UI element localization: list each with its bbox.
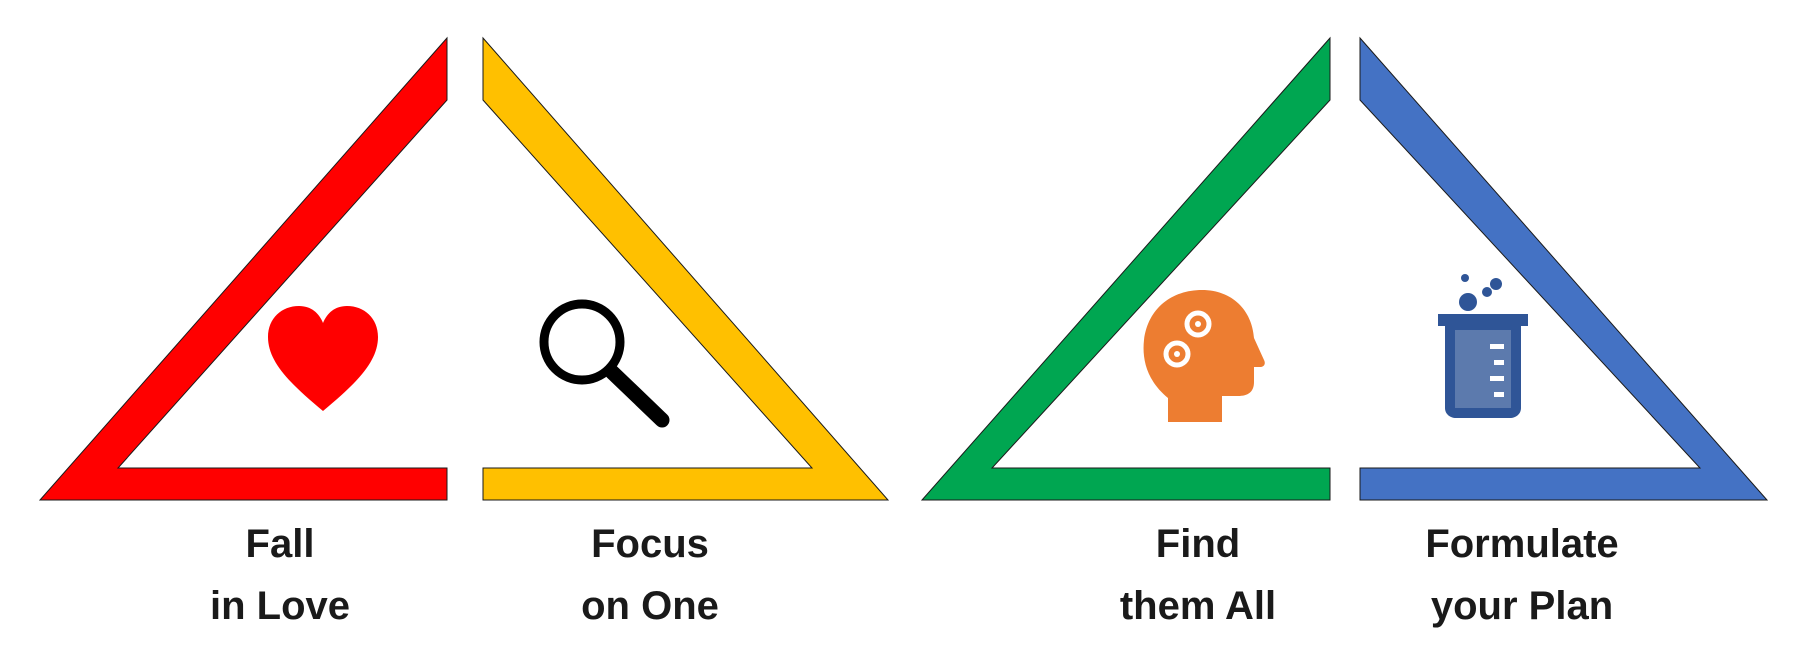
caption-fall-in-love: Fall in Love (120, 513, 440, 637)
caption-line-2: on One (581, 584, 719, 628)
red-half-triangle (38, 36, 448, 501)
green-half-triangle (920, 36, 1331, 501)
caption-line-2: them All (1119, 584, 1277, 628)
caption-line-2: your Plan (1430, 584, 1614, 628)
caption-focus-on-one: Focus on One (490, 513, 810, 637)
gear-icon (1184, 310, 1212, 338)
head-with-gears-icon (1143, 290, 1265, 422)
caption-find-them-all: Find them All (1038, 513, 1358, 637)
caption-line-1: Find (1155, 522, 1241, 566)
blue-half-triangle (1359, 36, 1769, 501)
caption-formulate-your-plan: Formulate your Plan (1362, 513, 1682, 637)
gear-icon (1163, 340, 1191, 368)
caption-line-1: Formulate (1425, 522, 1619, 566)
beaker-icon (1438, 274, 1528, 418)
caption-line-1: Focus (591, 522, 709, 566)
caption-line-2: in Love (209, 584, 351, 628)
magnifying-glass-icon (539, 299, 670, 428)
heart-icon (268, 306, 378, 411)
yellow-half-triangle (482, 36, 890, 501)
caption-line-1: Fall (245, 522, 315, 566)
